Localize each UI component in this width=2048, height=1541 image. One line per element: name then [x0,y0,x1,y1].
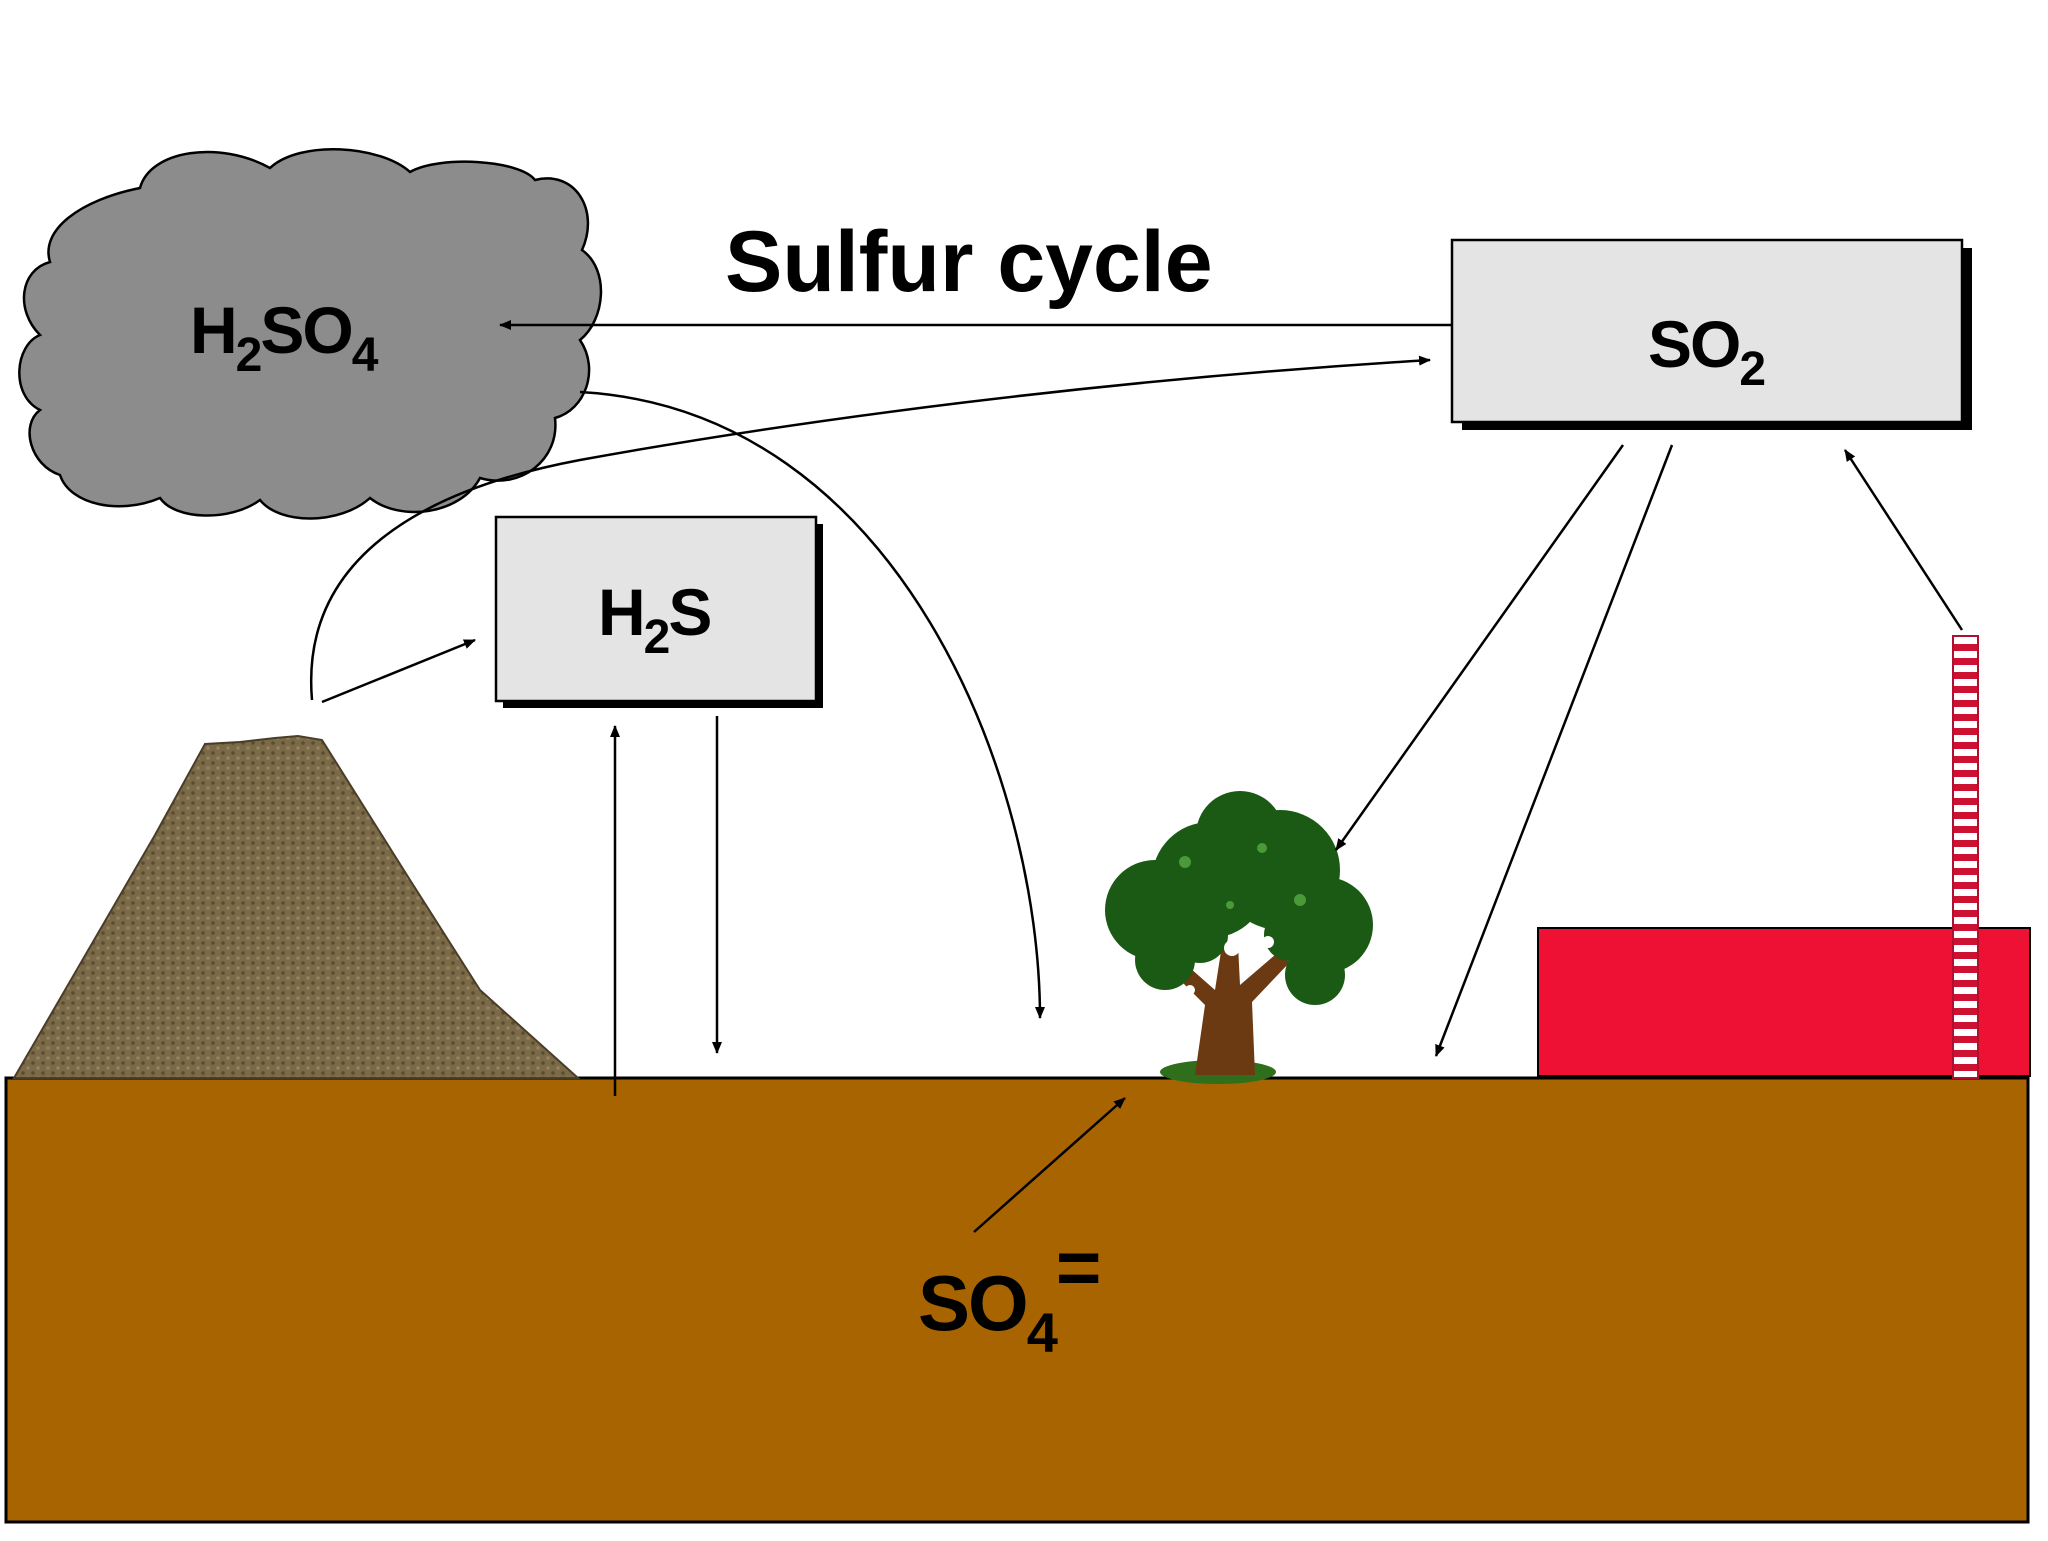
arrow-so4-to-tree [973,1097,1126,1233]
arrow-volcano-to-so2 [309,355,1431,701]
smokestack [1952,635,1979,1079]
diagram-title: Sulfur cycle [725,214,1213,310]
volcano [12,734,581,1079]
so2-box: SO2 [1450,238,1972,430]
so4-label: SO4= [918,1223,1099,1364]
h2s-label: H2S [598,575,710,664]
arrow-h2so4-to-ground [579,390,1045,1019]
so2-label: SO2 [1648,307,1764,396]
h2so4-label: H2SO4 [190,293,379,382]
arrow-so2-to-ground [1434,444,1674,1057]
arrow-smokestack-to-so2 [1843,449,1964,631]
cloud [18,147,603,520]
tree [1105,791,1373,1084]
arrow-volcano-to-h2s [321,638,476,704]
flow-arrows [309,320,1964,1233]
h2s-box: H2S [494,515,823,708]
factory [1537,927,2031,1077]
ground [4,1076,2030,1524]
arrow-so2-to-tree [1334,444,1625,851]
